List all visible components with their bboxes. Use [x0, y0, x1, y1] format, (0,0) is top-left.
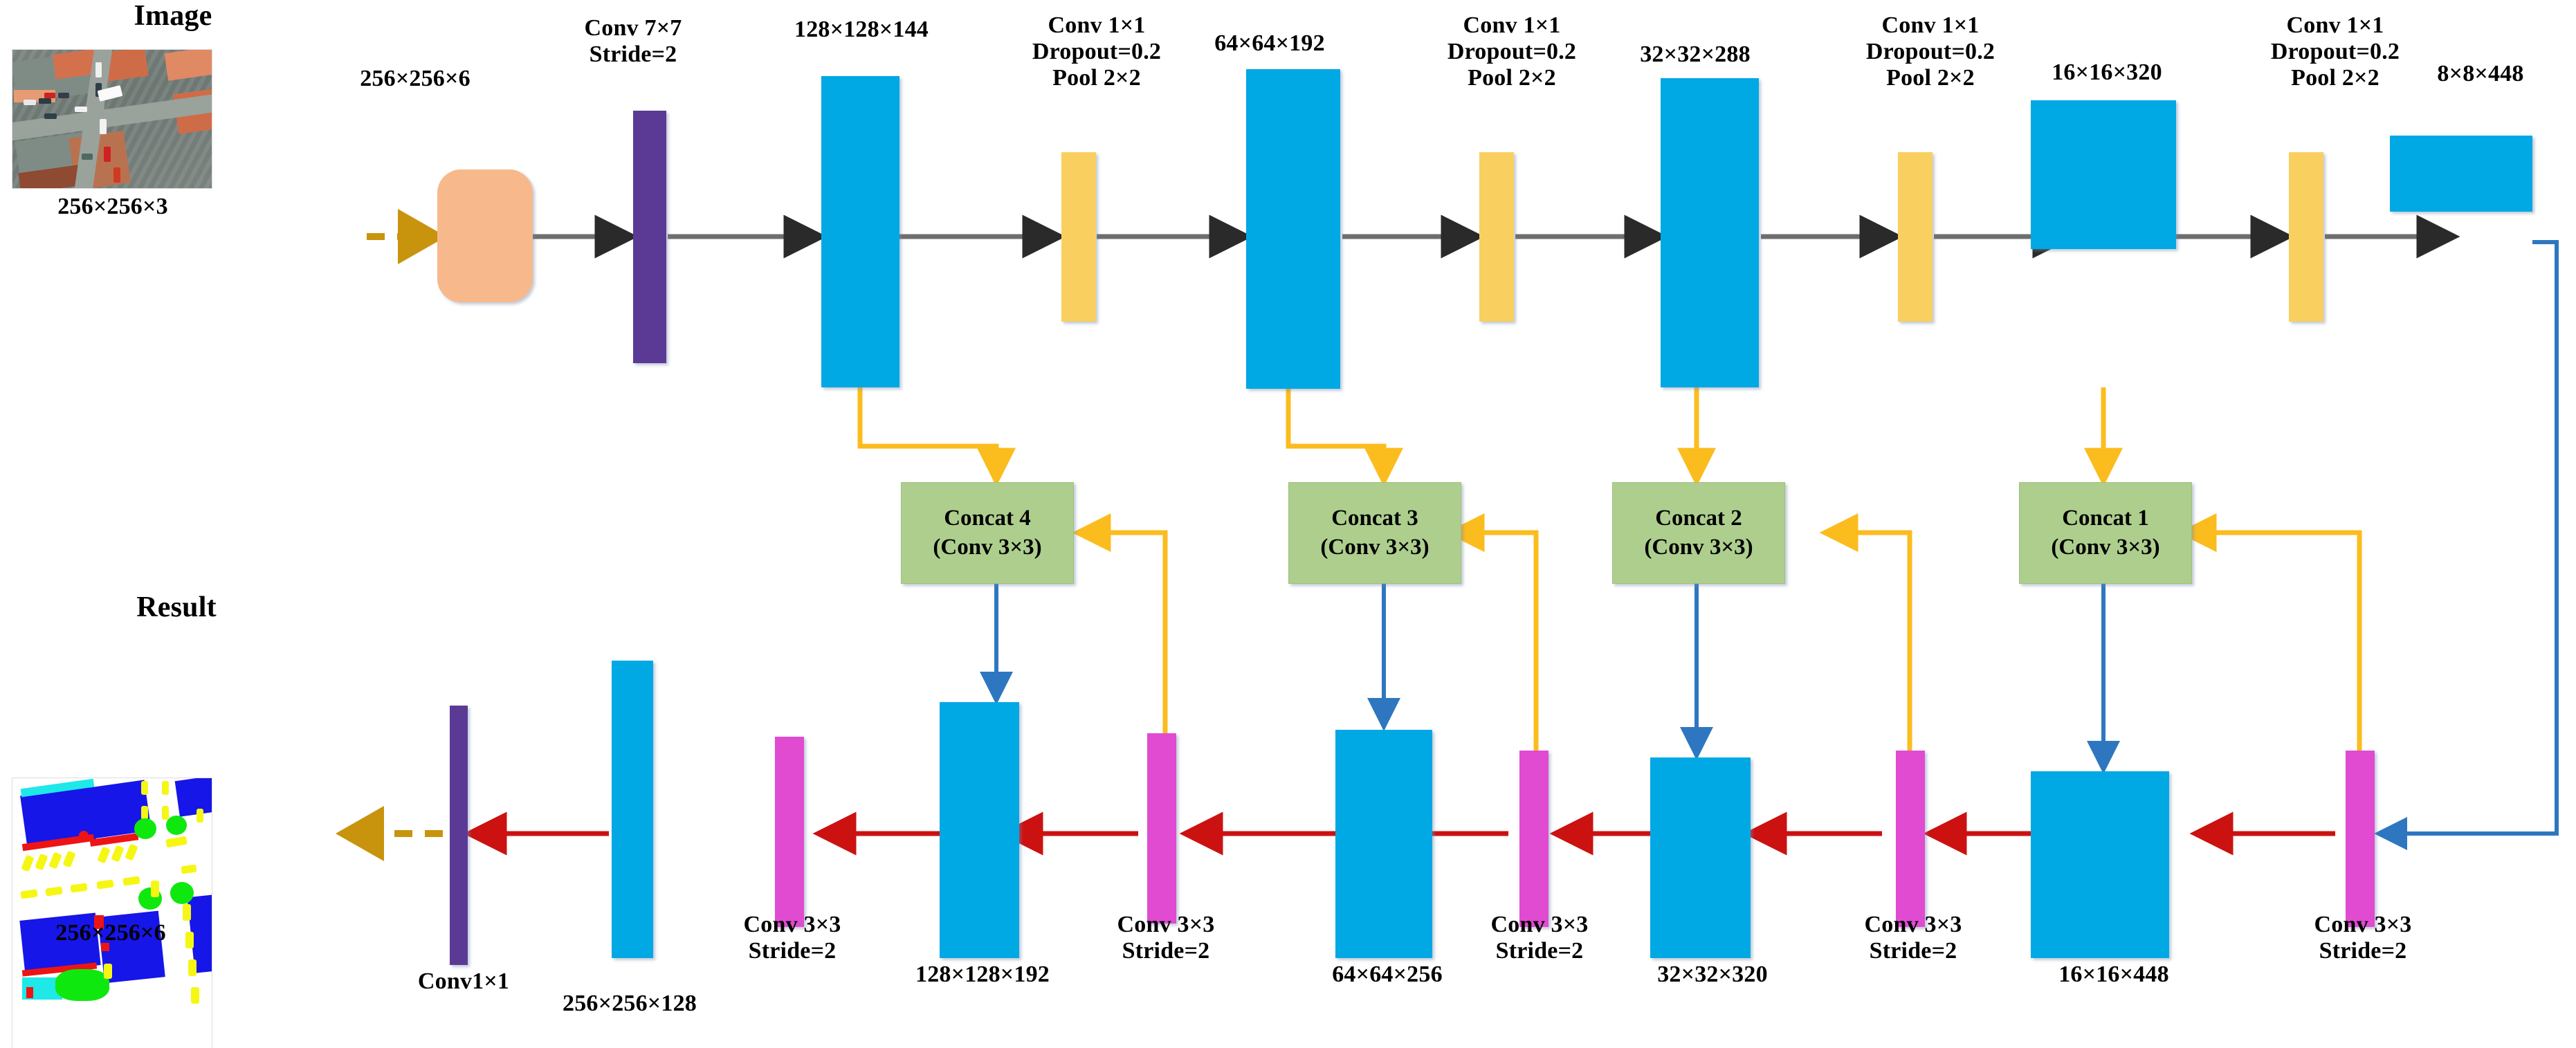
- encoder-feature-e2-label: 64×64×192: [1214, 30, 1325, 56]
- encoder-op-pool3-label: Conv 1×1 Dropout=0.2 Pool 2×2: [1865, 12, 1995, 91]
- encoder-op-conv7-label: Conv 7×7 Stride=2: [584, 15, 682, 68]
- decoder-op-up3-label: Conv 3×3 Stride=2: [1117, 912, 1215, 964]
- input-stem-block: [437, 169, 533, 302]
- encoder-op-conv7-block: [633, 111, 666, 363]
- concat-3-node[interactable]: Concat 3 (Conv 3×3): [1288, 482, 1461, 584]
- input-heading: Image: [134, 0, 212, 32]
- decoder-feature-d1-block: [940, 702, 1019, 958]
- decoder-feature-d4-block: [2031, 771, 2169, 958]
- encoder-feature-e1-label: 128×128×144: [794, 17, 929, 42]
- encoder-feature-e4-block: [2031, 100, 2176, 249]
- decoder-op-up1-block: [1896, 751, 1925, 927]
- decoder-feature-d4-label: 16×16×448: [2058, 962, 2169, 987]
- encoder-feature-e5-label: 8×8×448: [2437, 61, 2524, 86]
- decoder-feature-d0-block: [612, 661, 653, 958]
- decoder-feature-d1-label: 128×128×192: [915, 962, 1050, 987]
- concat-4-subtitle: (Conv 3×3): [933, 534, 1042, 560]
- output-heading: Result: [136, 591, 217, 623]
- encoder-op-pool2-label: Conv 1×1 Dropout=0.2 Pool 2×2: [1447, 12, 1577, 91]
- input-photo-caption: 256×256×3: [57, 194, 168, 219]
- encoder-op-pool4-label: Conv 1×1 Dropout=0.2 Pool 2×2: [2270, 12, 2400, 91]
- decoder-feature-d2-block: [1335, 730, 1432, 958]
- decoder-op-up2-label: Conv 3×3 Stride=2: [1490, 912, 1589, 964]
- decoder-op-up2-block: [1519, 751, 1549, 927]
- decoder-op-up4-label: Conv 3×3 Stride=2: [743, 912, 841, 964]
- decoder-op-up0-label: Conv 3×3 Stride=2: [2314, 912, 2412, 964]
- result-segmentation-map: [12, 778, 212, 1048]
- concat-4-title: Concat 4: [944, 506, 1031, 531]
- output-photo-caption: 256×256×6: [55, 920, 166, 946]
- encoder-feature-e2-block: [1246, 69, 1340, 389]
- decoder-feature-d3-block: [1650, 757, 1751, 958]
- decoder-feature-d2-label: 64×64×256: [1332, 962, 1443, 987]
- concat-3-title: Concat 3: [1331, 506, 1418, 531]
- concat-1-node[interactable]: Concat 1 (Conv 3×3): [2019, 482, 2192, 584]
- decoder-feature-d0-label: 256×256×128: [563, 991, 697, 1016]
- decoder-op-up3-block: [1147, 733, 1176, 923]
- stem-shape-label: 256×256×6: [360, 66, 471, 91]
- encoder-op-pool3-block: [1898, 152, 1933, 322]
- decoder-op-conv1x1-block: [450, 706, 468, 965]
- decoder-op-up4-block: [775, 737, 804, 927]
- concat-2-subtitle: (Conv 3×3): [1644, 534, 1753, 560]
- encoder-op-pool1-label: Conv 1×1 Dropout=0.2 Pool 2×2: [1032, 12, 1162, 91]
- encoder-feature-e4-label: 16×16×320: [2052, 59, 2162, 85]
- encoder-feature-e5-block: [2390, 136, 2532, 212]
- decoder-op-conv1x1-label: Conv1×1: [417, 968, 510, 994]
- input-aerial-photo: [12, 50, 212, 188]
- concat-2-node[interactable]: Concat 2 (Conv 3×3): [1612, 482, 1785, 584]
- concat-3-subtitle: (Conv 3×3): [1320, 534, 1429, 560]
- encoder-feature-e3-block: [1661, 78, 1759, 387]
- encoder-feature-e3-label: 32×32×288: [1640, 42, 1751, 67]
- encoder-op-pool4-block: [2289, 152, 2323, 322]
- concat-1-subtitle: (Conv 3×3): [2051, 534, 2160, 560]
- encoder-op-pool2-block: [1479, 152, 1514, 322]
- concat-1-title: Concat 1: [2062, 506, 2149, 531]
- decoder-op-up1-label: Conv 3×3 Stride=2: [1864, 912, 1962, 964]
- decoder-feature-d3-label: 32×32×320: [1657, 962, 1768, 987]
- encoder-op-pool1-block: [1061, 152, 1096, 322]
- concat-4-node[interactable]: Concat 4 (Conv 3×3): [901, 482, 1074, 584]
- decoder-op-up0-block: [2346, 751, 2375, 927]
- concat-2-title: Concat 2: [1655, 506, 1742, 531]
- encoder-feature-e1-block: [821, 76, 899, 387]
